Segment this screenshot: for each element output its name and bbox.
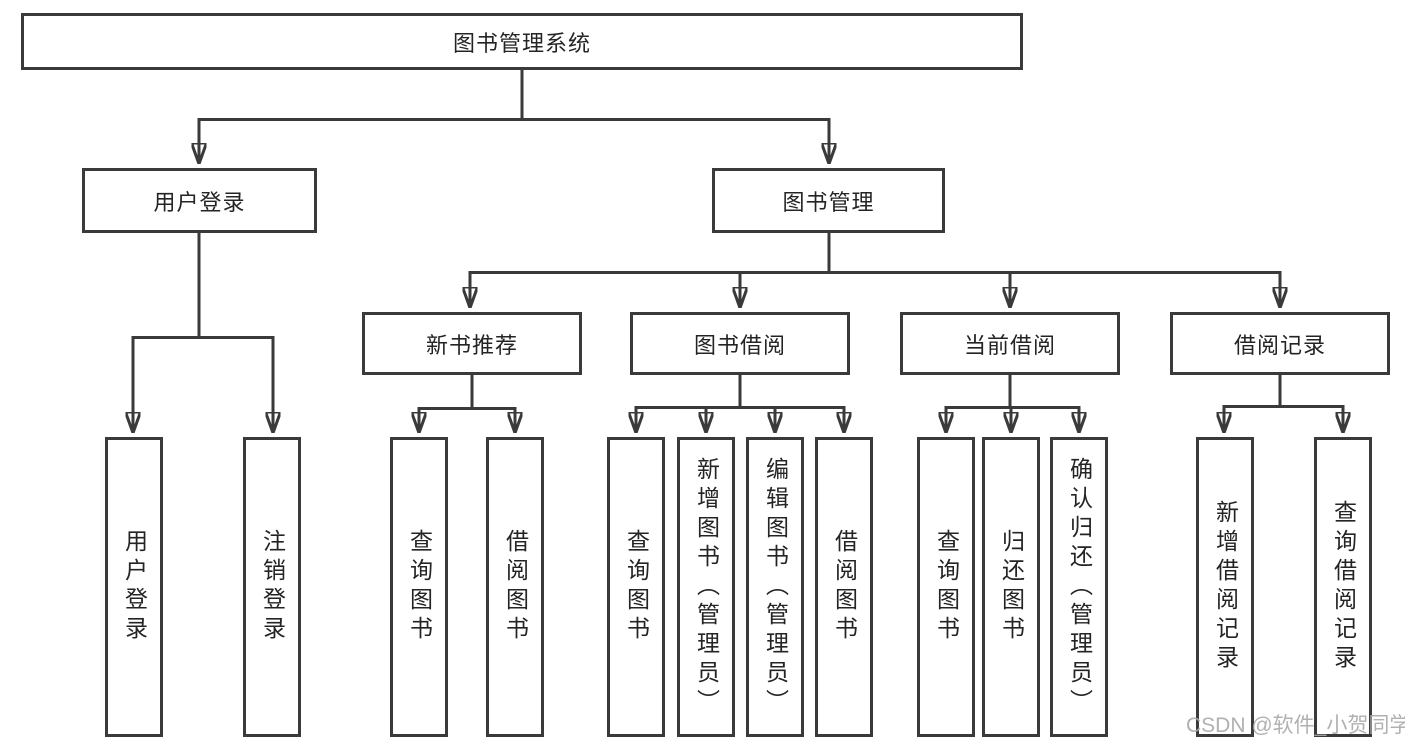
leaf-logout-label: 注销登录 <box>259 529 286 645</box>
leaf-user-login: 用户登录 <box>105 437 163 737</box>
leaf-query-book-2-label: 查询图书 <box>623 529 650 645</box>
leaf-borrow-book-2: 借阅图书 <box>815 437 873 737</box>
leaf-borrow-book-1-label: 借阅图书 <box>502 529 529 645</box>
leaf-confirm-return-admin: 确认归还（管理员） <box>1050 437 1108 737</box>
node-current-borrow: 当前借阅 <box>900 312 1120 375</box>
leaf-confirm-return-admin-label: 确认归还（管理员） <box>1066 456 1093 718</box>
node-user-login-label: 用户登录 <box>153 189 246 215</box>
leaf-query-book-1: 查询图书 <box>390 437 448 737</box>
leaf-logout: 注销登录 <box>243 437 301 737</box>
node-user-login: 用户登录 <box>82 168 317 233</box>
leaf-edit-book-admin: 编辑图书（管理员） <box>746 437 804 737</box>
node-new-book-recommend-label: 新书推荐 <box>425 332 518 358</box>
leaf-borrow-book-2-label: 借阅图书 <box>831 529 858 645</box>
leaf-query-borrow-record: 查询借阅记录 <box>1314 437 1372 737</box>
node-root-system-label: 图书管理系统 <box>452 30 591 56</box>
leaf-query-book-3-label: 查询图书 <box>933 529 960 645</box>
node-borrow-record: 借阅记录 <box>1170 312 1390 375</box>
node-new-book-recommend: 新书推荐 <box>362 312 582 375</box>
leaf-return-book-label: 归还图书 <box>998 529 1025 645</box>
leaf-edit-book-admin-label: 编辑图书（管理员） <box>762 456 789 718</box>
leaf-query-book-2: 查询图书 <box>607 437 665 737</box>
node-borrow-record-label: 借阅记录 <box>1233 332 1326 358</box>
node-book-borrow-label: 图书借阅 <box>693 332 786 358</box>
leaf-add-borrow-record-label: 新增借阅记录 <box>1212 500 1239 674</box>
leaf-query-book-1-label: 查询图书 <box>406 529 433 645</box>
leaf-add-book-admin: 新增图书（管理员） <box>677 437 735 737</box>
leaf-add-borrow-record: 新增借阅记录 <box>1196 437 1254 737</box>
node-book-management: 图书管理 <box>712 168 945 233</box>
leaf-add-book-admin-label: 新增图书（管理员） <box>693 456 720 718</box>
csdn-watermark: CSDN @软件_小贺同学 <box>1186 714 1405 737</box>
node-root-system: 图书管理系统 <box>21 13 1023 70</box>
leaf-query-borrow-record-label: 查询借阅记录 <box>1330 500 1357 674</box>
node-book-management-label: 图书管理 <box>782 189 875 215</box>
leaf-query-book-3: 查询图书 <box>917 437 975 737</box>
leaf-borrow-book-1: 借阅图书 <box>486 437 544 737</box>
leaf-return-book: 归还图书 <box>982 437 1040 737</box>
node-book-borrow: 图书借阅 <box>630 312 850 375</box>
leaf-user-login-label: 用户登录 <box>121 529 148 645</box>
node-current-borrow-label: 当前借阅 <box>963 332 1056 358</box>
